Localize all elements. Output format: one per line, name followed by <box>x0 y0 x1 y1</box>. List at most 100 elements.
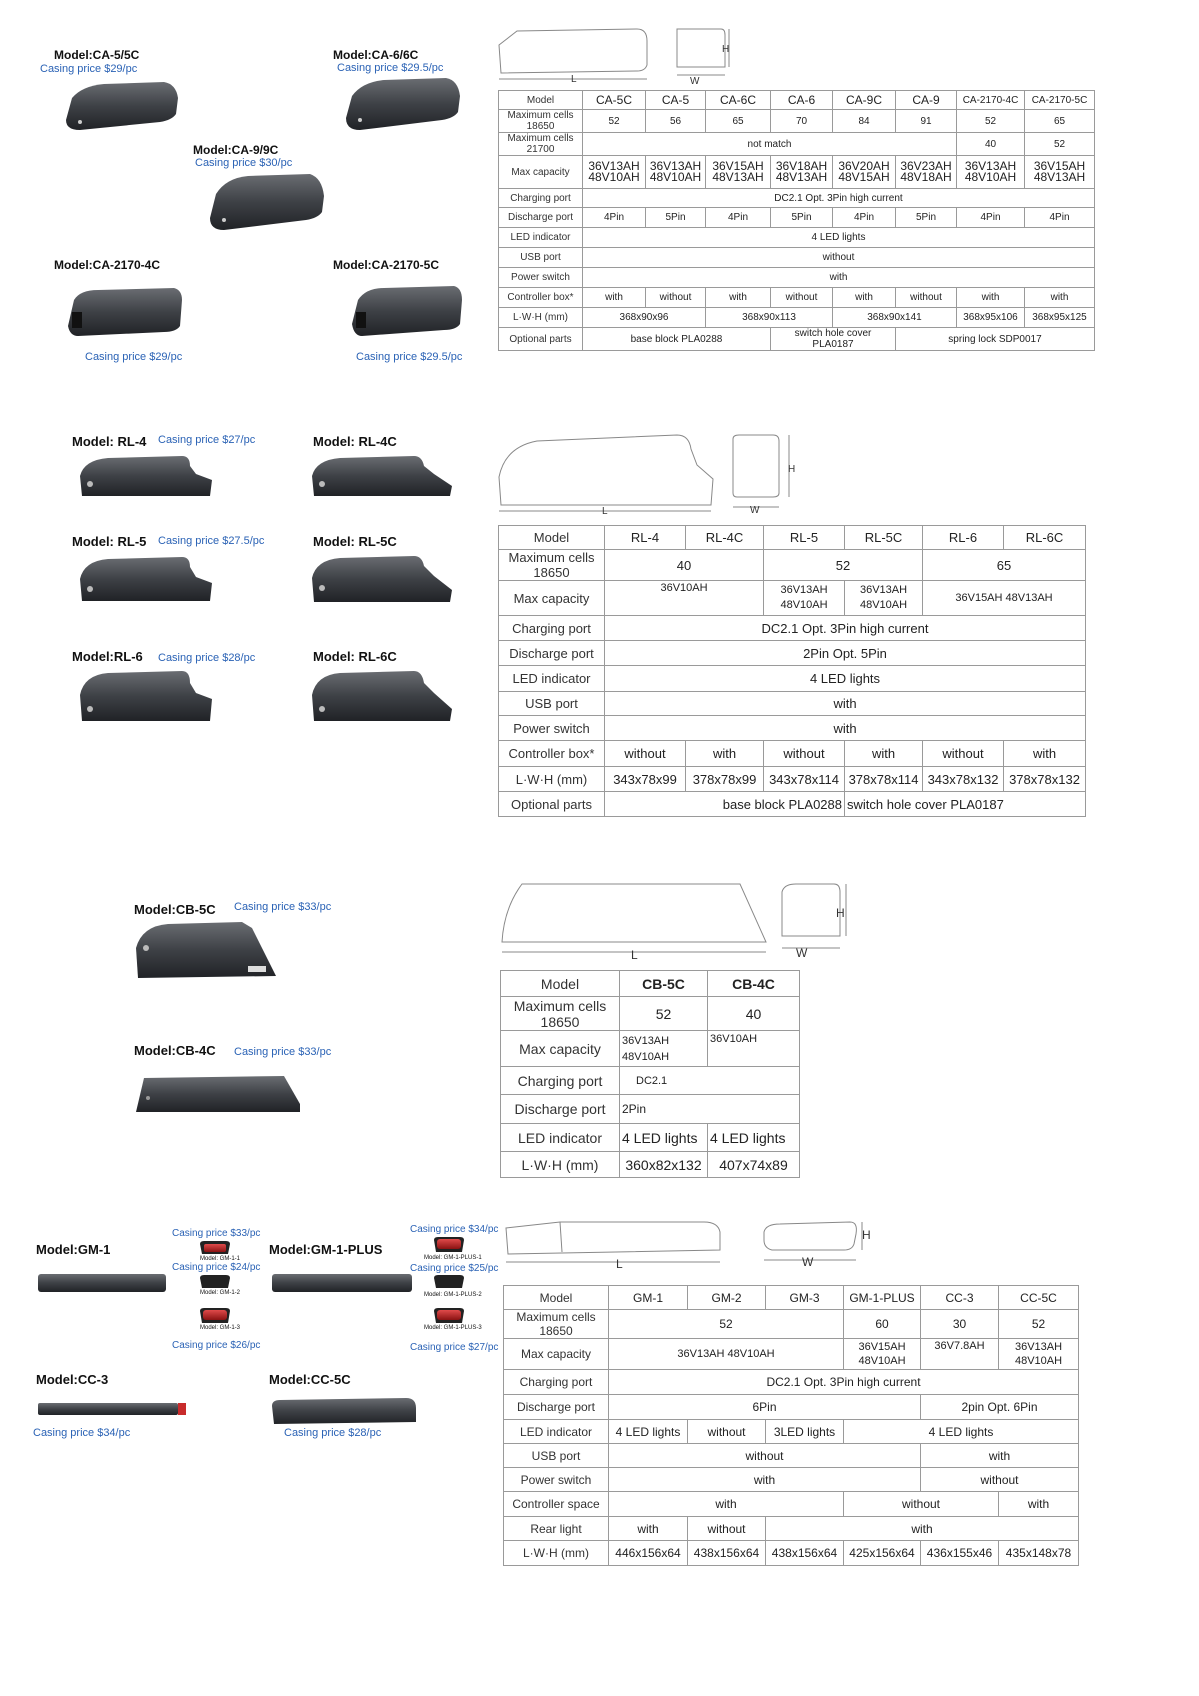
row-label: L·W·H (mm) <box>503 1540 609 1566</box>
cell: 436x155x46 <box>920 1540 999 1566</box>
spec-table-cb: Model CB-5C CB-4C Maximum cells 18650 52… <box>500 970 800 1178</box>
cell: RL-5C <box>844 525 923 550</box>
spec-table-ca: Model CA-5C CA-5 CA-6C CA-6 CA-9C CA-9 C… <box>498 90 1095 351</box>
cell: GM-1-PLUS <box>843 1285 921 1310</box>
cell: RL-4C <box>685 525 764 550</box>
cell: DC2.1 Opt. 3Pin high current <box>582 188 1095 208</box>
cell: 6Pin <box>608 1394 921 1420</box>
row-discharge: Discharge port 2Pin <box>500 1094 800 1124</box>
cell: 4Pin <box>1024 207 1095 228</box>
cell: base block PLA0288 <box>582 327 771 351</box>
cell: 4Pin <box>582 207 646 228</box>
cell: with <box>608 1516 688 1541</box>
row-cells: Maximum cells 18650 52 40 <box>500 996 800 1031</box>
cell: 36V10AH <box>604 580 764 616</box>
cell: without <box>895 287 957 308</box>
light-model: Model: GM-1-2 <box>200 1290 241 1296</box>
light-price: Casing price $24/pc <box>172 1262 261 1273</box>
cell: 70 <box>770 109 833 133</box>
row-led: LED indicator 4 LED lights <box>498 227 1095 248</box>
row-label: Maximum cells 18650 <box>498 549 605 581</box>
dimension-drawing <box>501 883 847 953</box>
dim-w-label: W <box>796 946 808 960</box>
cell: RL-6C <box>1003 525 1086 550</box>
row-label: Model <box>500 970 620 997</box>
row-label: Rear light <box>503 1516 609 1541</box>
product-model: Model: RL-6C <box>313 649 397 664</box>
cell: 378x78x99 <box>685 766 764 792</box>
light-price: Casing price $25/pc <box>410 1263 499 1274</box>
dim-h-label: H <box>722 44 730 55</box>
row-optional: Optional parts base block PLA0288 switch… <box>498 327 1095 351</box>
row-led: LED indicator 4 LED lights without 3LED … <box>503 1419 1079 1444</box>
product-price: Casing price $34/pc <box>33 1427 131 1439</box>
cell: 368x90x113 <box>705 307 833 328</box>
cell: 2Pin <box>619 1094 800 1124</box>
cell: 36V23AH 48V18AH <box>895 155 957 189</box>
tail-light-image <box>200 1275 230 1288</box>
product-price: Casing price $27/pc <box>158 434 256 446</box>
row-capacity: Max capacity 36V13AH 48V10AH 36V10AH <box>500 1030 800 1067</box>
row-model: Model CB-5C CB-4C <box>500 970 800 997</box>
row-label: Charging port <box>498 615 605 641</box>
row-label: Power switch <box>498 715 605 741</box>
cell: with <box>956 287 1025 308</box>
battery-image-ca-2170-4c <box>68 288 182 336</box>
row-power: Power switch with without <box>503 1467 1079 1492</box>
row-label: Controller space <box>503 1491 609 1517</box>
row-label: L·W·H (mm) <box>500 1151 620 1178</box>
dim-w-label: W <box>802 1255 814 1269</box>
row-label: LED indicator <box>500 1123 620 1152</box>
dimension-drawing <box>498 28 730 80</box>
light-model: Model: GM-1-3 <box>200 1325 241 1331</box>
cell: without <box>763 740 845 767</box>
row-power: Power switch with <box>498 267 1095 288</box>
product-model: Model:CA-6/6C <box>333 48 419 62</box>
tail-light-image <box>434 1308 464 1323</box>
battery-image-cb-5c <box>136 922 276 978</box>
light-model: Model: GM-1-PLUS-3 <box>424 1325 482 1331</box>
row-cells: Maximum cells 18650 40 52 65 <box>498 549 1086 581</box>
row-rear-light: Rear light with without with <box>503 1516 1079 1541</box>
cell: 4 LED lights <box>619 1123 708 1152</box>
product-price: Casing price $30/pc <box>195 157 293 169</box>
row-label: L·W·H (mm) <box>498 307 583 328</box>
row-label: Controller box* <box>498 287 583 308</box>
row-label: Maximum cells 18650 <box>500 996 620 1031</box>
row-charging: Charging port DC2.1 <box>500 1066 800 1095</box>
cell: 4 LED lights <box>604 665 1086 692</box>
row-lwh: L·W·H (mm) 343x78x99 378x78x99 343x78x11… <box>498 766 1086 792</box>
cell: 343x78x99 <box>604 766 686 792</box>
cell: not match <box>582 132 957 156</box>
cell: DC2.1 Opt. 3Pin high current <box>608 1369 1079 1395</box>
cell: CA-2170-4C <box>956 90 1025 110</box>
row-discharge: Discharge port 4Pin 5Pin 4Pin 5Pin 4Pin … <box>498 207 1095 228</box>
cell: 40 <box>707 996 800 1031</box>
cell: GM-3 <box>765 1285 844 1310</box>
dim-l-label: L <box>602 506 608 517</box>
battery-image-rl-4c <box>312 456 452 496</box>
row-label: Power switch <box>503 1467 609 1492</box>
battery-image-cc-5c <box>272 1398 416 1424</box>
dim-l-label: L <box>631 948 638 962</box>
cell: 368x95x125 <box>1024 307 1095 328</box>
dim-l-label: L <box>616 1257 623 1271</box>
spec-table-gm: Model GM-1 GM-2 GM-3 GM-1-PLUS CC-3 CC-5… <box>503 1285 1079 1566</box>
cell: 5Pin <box>895 207 957 228</box>
tail-light-image <box>200 1308 230 1323</box>
cell: 2Pin Opt. 5Pin <box>604 640 1086 666</box>
row-led: LED indicator 4 LED lights <box>498 665 1086 692</box>
cell: 36V13AH 48V10AH <box>608 1338 844 1370</box>
row-lwh: L·W·H (mm) 368x90x96 368x90x113 368x90x1… <box>498 307 1095 328</box>
battery-image-cc-3 <box>38 1403 186 1415</box>
cell: 425x156x64 <box>843 1540 921 1566</box>
row-label: Discharge port <box>500 1094 620 1124</box>
cell: 5Pin <box>645 207 706 228</box>
cell: 52 <box>619 996 708 1031</box>
cell: DC2.1 Opt. 3Pin high current <box>604 615 1086 641</box>
cell: base block PLA0288 <box>604 791 845 817</box>
cell: CB-5C <box>619 970 708 997</box>
row-power: Power switch with <box>498 715 1086 741</box>
product-price: Casing price $29.5/pc <box>356 351 463 363</box>
row-lwh: L·W·H (mm) 360x82x132 407x74x89 <box>500 1151 800 1178</box>
